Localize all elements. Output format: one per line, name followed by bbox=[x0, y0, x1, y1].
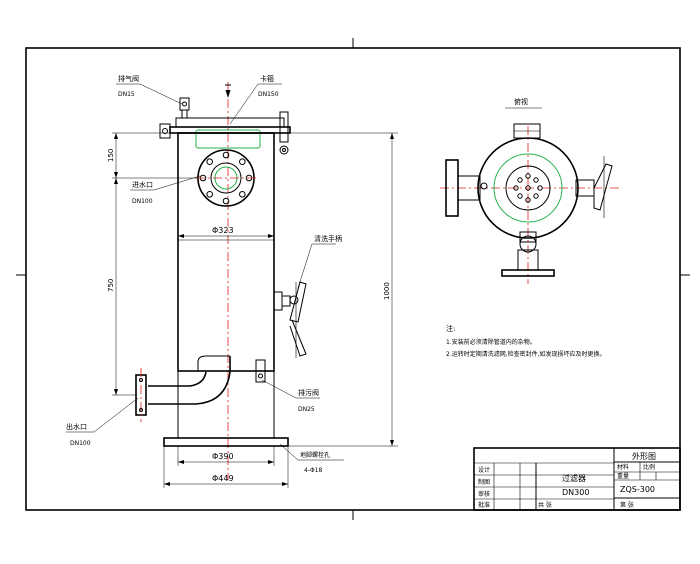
top-view-label: 俯视 bbox=[514, 97, 528, 106]
cell-weight: 重量 bbox=[617, 472, 629, 480]
vent-valve-label: 排气阀 bbox=[118, 74, 139, 83]
notes-title: 注: bbox=[446, 324, 455, 333]
product-name: 过滤器 bbox=[562, 473, 586, 483]
clamp-band bbox=[175, 117, 285, 128]
notes-line-2: 2.运转时定期清洗滤网,检查密封件,如发现损坏应及时更换。 bbox=[446, 350, 606, 358]
drain-valve bbox=[255, 359, 266, 383]
clamp-label: 卡箍 bbox=[260, 74, 274, 83]
dim-base-outer: Φ449 bbox=[212, 474, 234, 483]
clamp-size: DN150 bbox=[258, 91, 279, 98]
inlet-flange bbox=[196, 149, 256, 207]
cell-material: 材料 bbox=[617, 463, 629, 471]
row-approve: 批准 bbox=[478, 501, 490, 509]
dim-top-height: 150 bbox=[107, 149, 115, 162]
front-view bbox=[66, 82, 398, 488]
inlet-size: DN100 bbox=[132, 198, 153, 205]
notes-line-1: 1.安装前必须清除管道内的杂物。 bbox=[446, 338, 536, 346]
dim-base-inner: Φ390 bbox=[212, 452, 234, 461]
filter-body bbox=[177, 132, 275, 372]
dimensions bbox=[112, 132, 398, 488]
base-stand bbox=[163, 371, 289, 447]
row-draw: 制图 bbox=[478, 478, 490, 486]
cell-scale: 比例 bbox=[643, 463, 655, 471]
text-labels: 排气阀 DN15 卡箍 DN150 进水口 DN100 清洗手柄 排污阀 DN2… bbox=[66, 74, 656, 509]
top-view bbox=[440, 107, 620, 284]
drawing-type: 外形图 bbox=[632, 451, 656, 461]
drain-label: 排污阀 bbox=[298, 388, 319, 397]
title-block bbox=[473, 447, 681, 511]
dim-mid-height: 750 bbox=[107, 279, 115, 292]
dim-body-dia: Φ323 bbox=[212, 226, 234, 235]
drawing-number: ZQS-300 bbox=[620, 485, 655, 494]
filter-screen bbox=[513, 173, 543, 203]
cleaner-label: 清洗手柄 bbox=[314, 234, 342, 243]
inlet-label: 进水口 bbox=[132, 180, 153, 189]
cell-sheet-2: 第 张 bbox=[620, 501, 634, 509]
row-check: 审核 bbox=[478, 490, 490, 498]
outlet-elbow bbox=[135, 355, 231, 422]
outlet-size: DN100 bbox=[70, 440, 91, 447]
inner-gasket bbox=[195, 129, 261, 149]
row-design: 设计 bbox=[478, 466, 490, 474]
dim-total-height: 1000 bbox=[383, 282, 391, 300]
leader-lines bbox=[66, 83, 344, 461]
cell-sheet: 共 张 bbox=[538, 501, 552, 509]
product-model: DN300 bbox=[562, 488, 589, 497]
drain-size: DN25 bbox=[298, 406, 315, 413]
vent-valve-size: DN15 bbox=[118, 91, 135, 98]
cleaning-handle bbox=[273, 281, 307, 358]
vent-valve bbox=[179, 97, 190, 111]
foot-bolt-size: 4-Φ18 bbox=[304, 467, 323, 474]
outlet-label: 出水口 bbox=[66, 422, 87, 431]
sheet-frame bbox=[16, 38, 690, 520]
foot-bolt-label: 地脚螺栓孔 bbox=[300, 451, 330, 459]
